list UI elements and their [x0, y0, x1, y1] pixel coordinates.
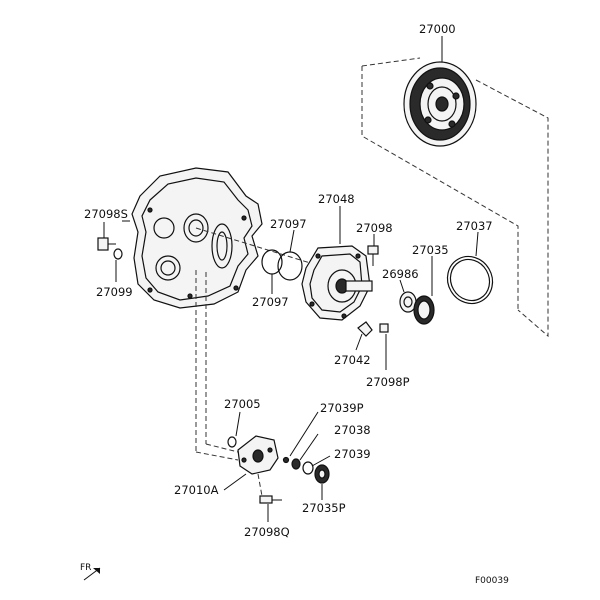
figure-code: F00039 [475, 576, 509, 586]
washer-27005 [227, 436, 237, 448]
front-direction-arrow-icon [83, 567, 101, 581]
label-27039P: 27039P [320, 401, 364, 415]
bolt-27098S [97, 237, 116, 251]
leader-27039P [289, 411, 319, 457]
leader-27039 [311, 455, 331, 467]
leader-26986 [399, 279, 405, 293]
leader-27037 [475, 231, 479, 257]
label-27038: 27038 [334, 423, 371, 437]
bolt-27098Q [259, 495, 282, 504]
label-27098: 27098 [356, 221, 393, 235]
label-26986: 26986 [382, 267, 419, 281]
boundary-line-top [361, 57, 421, 67]
label-27035: 27035 [412, 243, 449, 257]
shaft-line-upper [195, 227, 321, 267]
label-27097-bottom: 27097 [252, 295, 289, 309]
part-27039 [302, 461, 314, 475]
oil-line-bottom-a [195, 451, 239, 461]
label-27005: 27005 [224, 397, 261, 411]
boundary-line-left [361, 66, 519, 310]
label-27010A: 27010A [174, 483, 219, 497]
label-27098Q: 27098Q [244, 525, 290, 539]
leader-27010A [223, 473, 247, 491]
label-27097-top: 27097 [270, 217, 307, 231]
boundary-line-right [475, 79, 549, 338]
bolt-27098 [367, 245, 379, 266]
bolt-27098Q-axis [257, 473, 263, 497]
bracket-27042 [357, 321, 373, 337]
label-27037: 27037 [456, 219, 493, 233]
part-27038 [291, 458, 301, 470]
washer-27099 [113, 248, 123, 260]
gear-27035 [413, 295, 435, 325]
torque-converter [403, 61, 477, 147]
label-27039: 27039 [334, 447, 371, 461]
label-27000: 27000 [419, 22, 456, 36]
transmission-case [131, 167, 263, 309]
oil-pump-housing [301, 245, 373, 321]
o-ring-27039P [282, 456, 290, 464]
front-direction-label: FR [80, 563, 91, 573]
label-27048: 27048 [318, 192, 355, 206]
label-27035P: 27035P [302, 501, 346, 515]
label-27042: 27042 [334, 353, 371, 367]
label-27099: 27099 [96, 285, 133, 299]
seal-26986 [399, 291, 417, 313]
leader-27042 [355, 333, 363, 351]
ring-27037 [446, 255, 494, 305]
gear-27035P [314, 464, 330, 484]
label-27098P: 27098P [366, 375, 410, 389]
leader-27038 [299, 433, 319, 461]
bolt-27098P [379, 323, 389, 333]
oil-line-bottom-b [205, 443, 239, 453]
label-27098S: 27098S [84, 207, 128, 221]
valve-body-27010A [237, 435, 279, 475]
leader-27005 [235, 411, 241, 437]
leader-27097-top [289, 229, 295, 253]
